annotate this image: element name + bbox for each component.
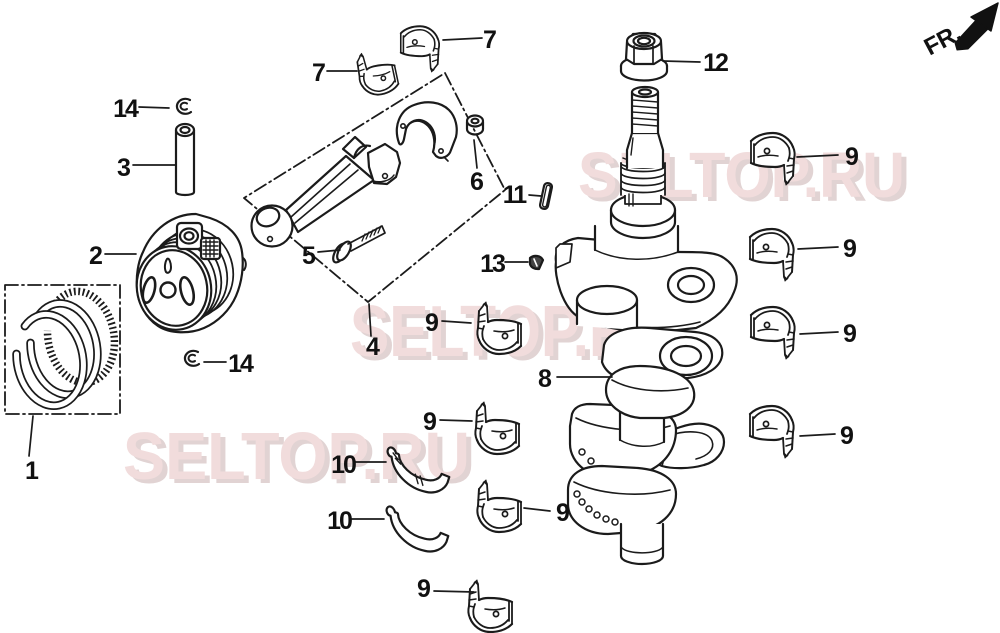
svg-text:5: 5	[302, 242, 316, 270]
svg-text:9: 9	[840, 422, 853, 450]
svg-text:12: 12	[703, 49, 728, 77]
svg-text:9: 9	[843, 320, 856, 348]
svg-text:10: 10	[331, 451, 356, 479]
svg-text:9: 9	[417, 575, 430, 603]
svg-text:10: 10	[327, 507, 352, 535]
svg-text:13: 13	[480, 250, 505, 278]
svg-text:7: 7	[483, 26, 496, 54]
svg-text:3: 3	[117, 154, 130, 182]
svg-text:11: 11	[503, 181, 528, 209]
svg-text:7: 7	[312, 59, 325, 87]
svg-text:1: 1	[25, 457, 39, 485]
svg-text:9: 9	[843, 235, 856, 263]
svg-text:14: 14	[113, 95, 139, 123]
svg-text:9: 9	[423, 408, 436, 436]
svg-text:8: 8	[538, 365, 552, 393]
svg-text:6: 6	[470, 168, 483, 196]
svg-text:2: 2	[89, 242, 102, 270]
svg-text:4: 4	[366, 333, 380, 361]
svg-text:14: 14	[228, 350, 254, 378]
svg-text:9: 9	[556, 499, 569, 527]
svg-text:9: 9	[845, 143, 858, 171]
svg-text:9: 9	[425, 309, 438, 337]
